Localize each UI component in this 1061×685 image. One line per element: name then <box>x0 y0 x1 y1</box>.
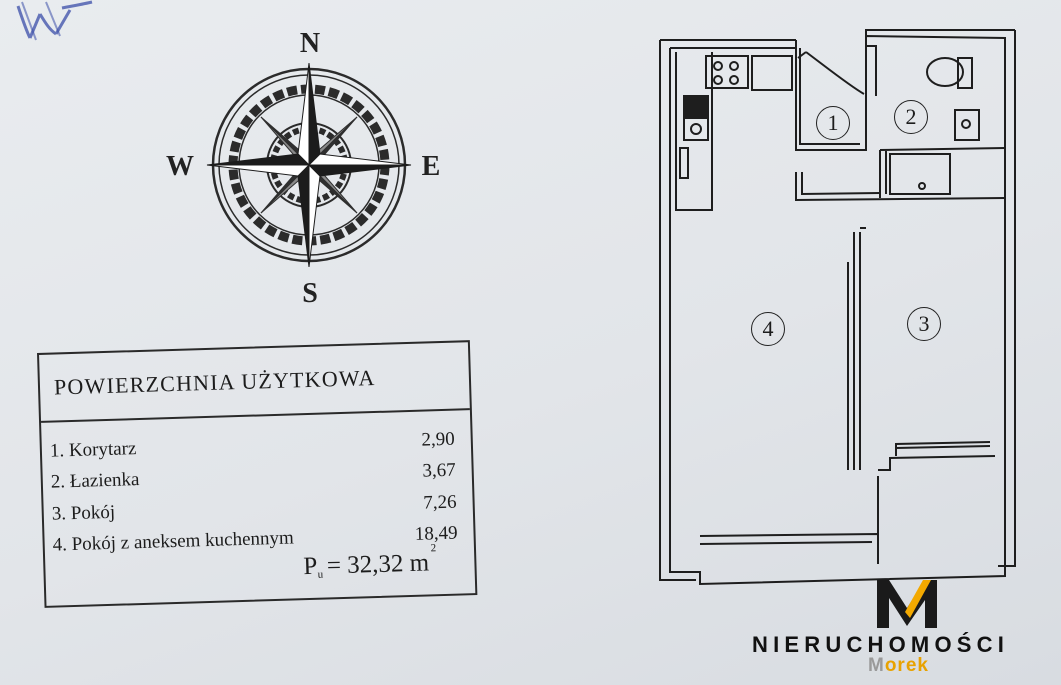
logo-subtitle-first: M <box>868 655 885 676</box>
logo-wordmark: NIERUCHOMOŚCI <box>752 632 1010 657</box>
room-number-2: 2 <box>894 100 928 134</box>
stamp-remnant <box>16 0 93 41</box>
compass-north-label: N <box>299 28 321 59</box>
logo-subtitle: Morek <box>868 655 929 677</box>
room-number-4: 4 <box>751 312 785 346</box>
logo-subtitle-rest: orek <box>884 655 929 676</box>
compass-west-label: W <box>166 151 194 182</box>
room-number-3: 3 <box>907 307 941 341</box>
room-number-1: 1 <box>816 106 850 140</box>
compass-east-label: E <box>421 151 441 182</box>
compass-south-label: S <box>302 278 318 309</box>
